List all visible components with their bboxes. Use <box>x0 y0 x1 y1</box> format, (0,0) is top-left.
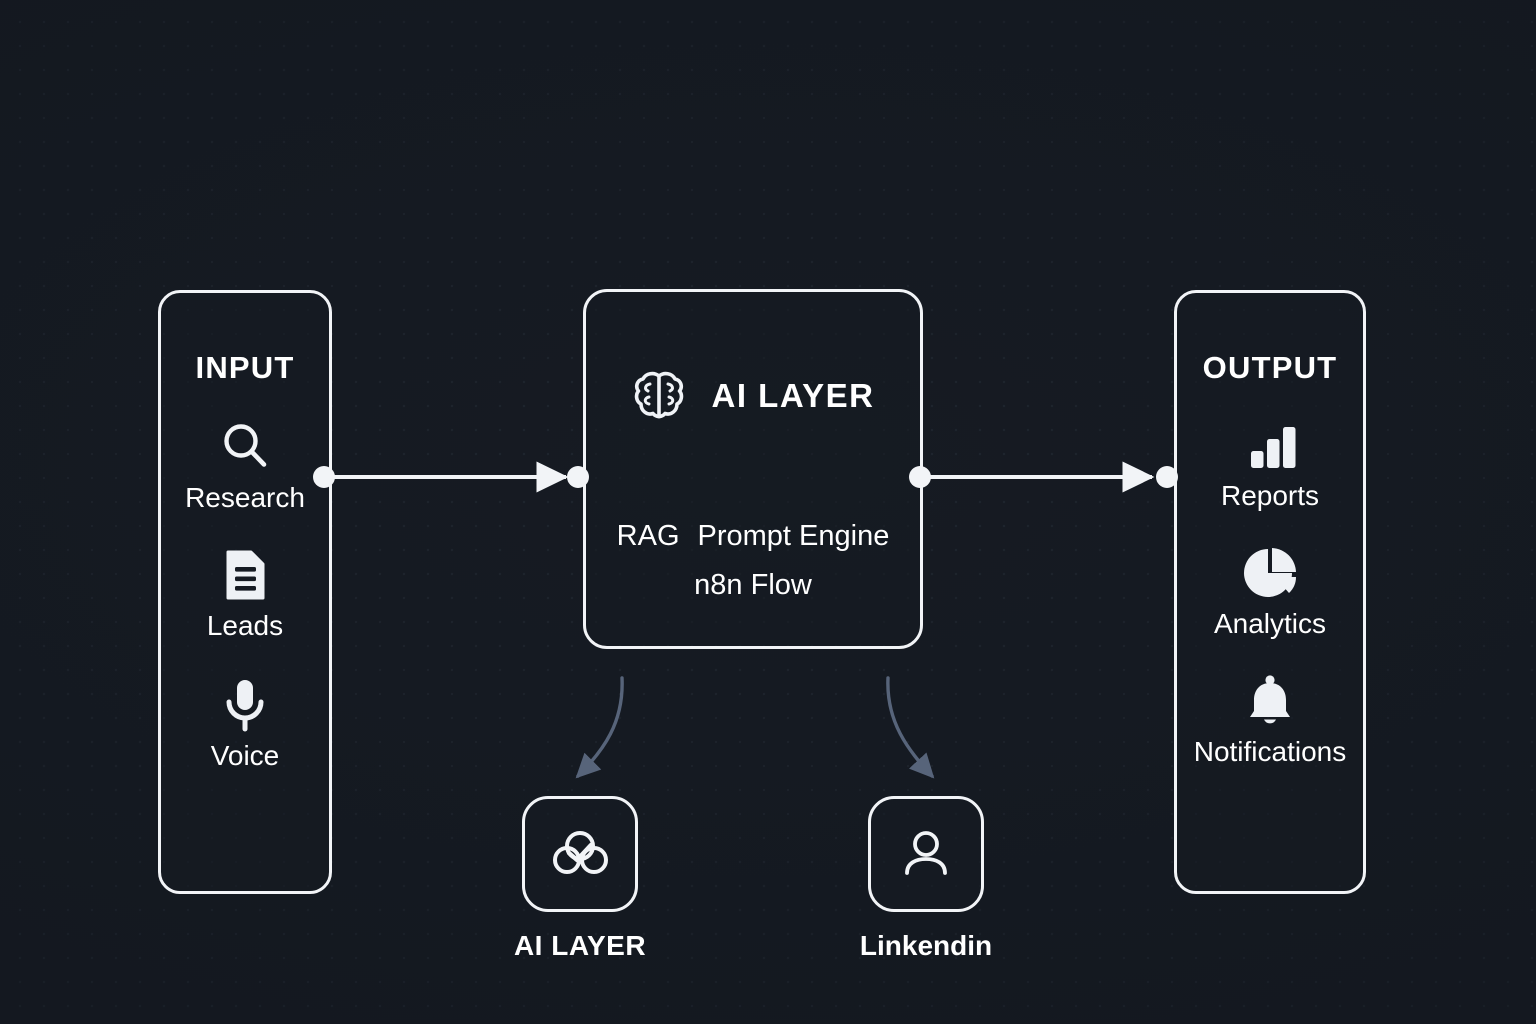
edge-ai-to-output <box>909 461 1178 493</box>
node-ai-layer[interactable]: AI LAYER <box>514 796 646 962</box>
ai-layer-title: AI LAYER <box>711 377 875 414</box>
output-item-label: Reports <box>1220 480 1320 511</box>
ai-layer-header: AI LAYER <box>586 368 920 424</box>
output-item-label: Notifications <box>1193 736 1347 767</box>
user-icon <box>897 825 955 883</box>
bell-icon <box>1242 672 1298 730</box>
node-linkedin[interactable]: Linkendin <box>860 796 992 962</box>
input-item-label: Voice <box>210 740 280 771</box>
edge-input-to-ai <box>313 461 589 493</box>
edge-ai-to-node-linkedin <box>886 676 935 779</box>
document-icon <box>218 546 272 604</box>
node-linkedin-label: Linkendin <box>859 930 993 961</box>
output-item-reports[interactable]: Reports <box>1221 418 1319 512</box>
output-item-analytics[interactable]: Analytics <box>1214 544 1326 640</box>
edge-ai-to-node-ailayer <box>575 676 624 779</box>
search-icon <box>216 418 274 476</box>
ai-tag-prompt-engine: Prompt Engine <box>697 520 890 552</box>
output-panel[interactable]: OUTPUT Reports Analytics <box>1174 290 1366 894</box>
brain-icon <box>632 368 686 424</box>
ai-subtitle: n8n Flow <box>694 569 812 601</box>
output-item-label: Analytics <box>1213 608 1327 639</box>
input-item-leads[interactable]: Leads <box>207 546 283 642</box>
ai-tag-rag: RAG <box>616 520 680 552</box>
output-item-notifications[interactable]: Notifications <box>1193 672 1347 768</box>
input-item-label: Leads <box>206 610 284 641</box>
bar-chart-icon <box>1241 418 1299 474</box>
input-panel-title: INPUT <box>195 350 295 385</box>
node-linkedin-box[interactable] <box>868 796 984 912</box>
input-item-voice[interactable]: Voice <box>210 674 280 772</box>
node-ai-layer-label: AI LAYER <box>513 930 647 961</box>
input-panel[interactable]: INPUT Research Leads <box>158 290 332 894</box>
node-ai-layer-box[interactable] <box>522 796 638 912</box>
input-item-research[interactable]: Research <box>185 418 305 514</box>
ai-layer-tags: RAG Prompt Engine n8n Flow <box>586 520 920 602</box>
pie-chart-icon <box>1241 544 1299 602</box>
input-item-label: Research <box>185 482 305 513</box>
ai-layer-panel[interactable]: AI LAYER RAG Prompt Engine n8n Flow <box>583 289 923 649</box>
microphone-icon <box>218 674 272 734</box>
output-panel-title: OUTPUT <box>1202 350 1338 385</box>
cloud-link-icon <box>549 825 611 883</box>
